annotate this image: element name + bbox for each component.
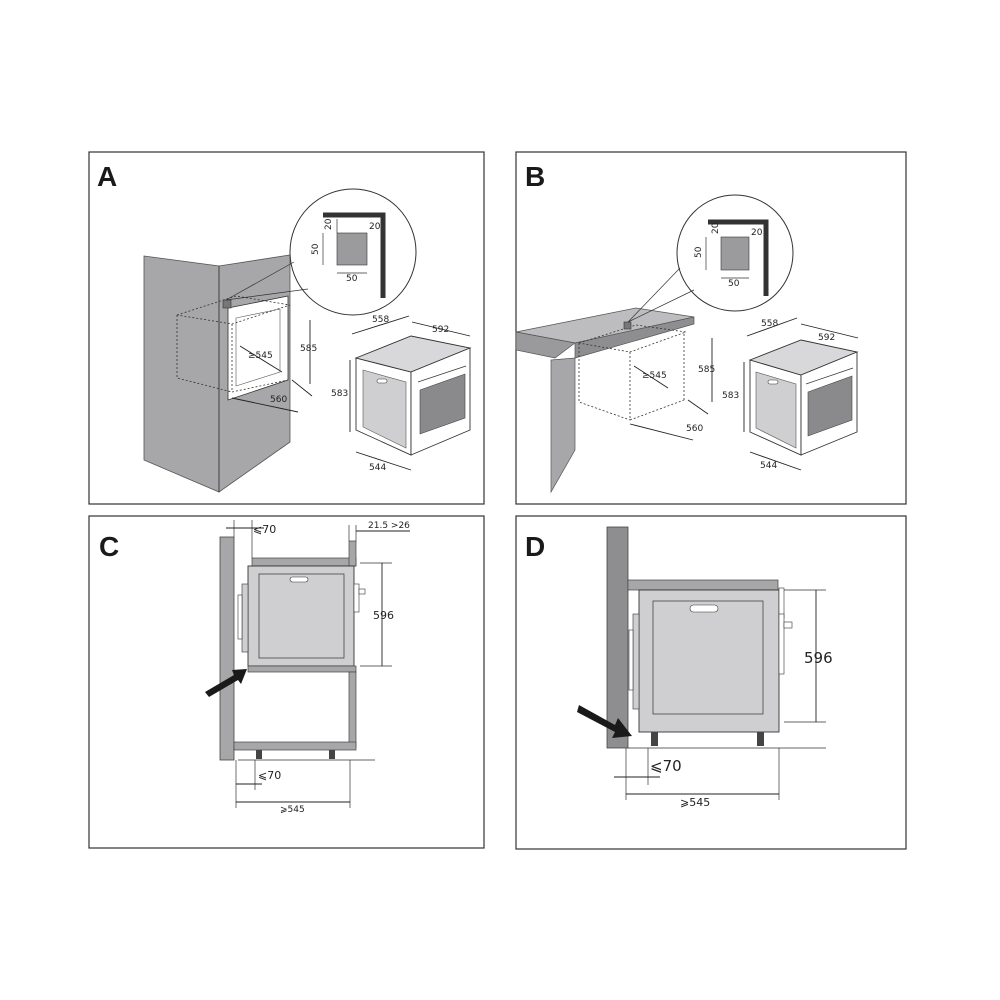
- niche-width-label-b: ≥545: [642, 371, 667, 381]
- height-label-c: 596: [373, 609, 394, 622]
- niche-depth-label-b: 560: [686, 424, 703, 434]
- min-depth-label-c: ⩾545: [280, 805, 305, 815]
- panel-range-label: 21.5 >26: [368, 521, 410, 531]
- countertop-front: [515, 331, 576, 359]
- vent-square-b: [720, 236, 750, 271]
- countertop-d: [627, 579, 779, 591]
- panel-b: B ≥545 585 560 20 20 50 50: [515, 151, 907, 505]
- bottom-shelf: [233, 741, 357, 751]
- inset-width: 50: [346, 274, 358, 284]
- gap-top-label: ⩽70: [253, 523, 276, 536]
- panel-a-frame: [88, 151, 485, 505]
- vent-square: [336, 232, 368, 266]
- oven-window: [419, 373, 466, 435]
- panel-d-frame: [515, 515, 907, 850]
- panel-c: C ⩽70 21.5 >26 59: [88, 515, 485, 849]
- oven-door-c: [258, 573, 345, 659]
- inset-height: 50: [311, 243, 321, 255]
- inset-top-gap-b: 20: [711, 222, 721, 234]
- oven-handle: [376, 378, 388, 384]
- oven-depth-label: 592: [432, 325, 449, 335]
- oven-body-width-label-b: 544: [760, 461, 777, 471]
- side-wall-d: [606, 526, 629, 749]
- gap-bottom-label: ⩽70: [258, 769, 281, 782]
- oven-handle-b: [767, 379, 779, 385]
- oven-handle-c: [289, 576, 309, 583]
- top-shelf: [251, 557, 357, 567]
- inset-width-b: 50: [728, 279, 740, 289]
- niche-width-label: ≥545: [248, 351, 273, 361]
- niche-height-label-b: 585: [698, 365, 715, 375]
- base-cabinet: [550, 357, 576, 494]
- panel-d: D 596 ⩽70 ⩾545: [515, 515, 907, 850]
- oven-width-label: 558: [372, 315, 389, 325]
- inset-side-gap-b: 20: [751, 228, 763, 238]
- inset-top-gap: 20: [324, 218, 334, 230]
- oven-height-label: 583: [331, 389, 348, 399]
- inset-height-b: 50: [694, 246, 704, 258]
- tall-cabinet-front: [143, 255, 220, 493]
- ventilation-arrow-d: [577, 705, 632, 738]
- panel-a-letter: A: [97, 161, 117, 192]
- panel-d-letter: D: [525, 531, 545, 562]
- panel-b-letter: B: [525, 161, 545, 192]
- vent-hole: [222, 299, 232, 309]
- panel-a: A ≥545 585 560 20 20 50 50: [88, 151, 485, 505]
- oven-window-b: [807, 375, 853, 437]
- panel-c-letter: C: [99, 531, 119, 562]
- gap-label-d: ⩽70: [650, 757, 682, 775]
- oven-height-label-b: 583: [722, 391, 739, 401]
- side-wall: [219, 536, 235, 761]
- oven-body-width-label: 544: [369, 463, 386, 473]
- niche-depth-label: 560: [270, 395, 287, 405]
- ventilation-arrow-c: [205, 669, 247, 697]
- height-label-d: 596: [804, 649, 833, 667]
- min-depth-label-d: ⩾545: [680, 796, 710, 809]
- panel-b-frame: [515, 151, 907, 505]
- vent-hole-b: [623, 321, 632, 330]
- niche-height-label: 585: [300, 344, 317, 354]
- oven-handle-d: [689, 604, 719, 613]
- middle-shelf: [247, 665, 357, 673]
- inset-side-gap: 20: [369, 222, 381, 232]
- oven-door-d: [652, 600, 764, 715]
- oven-width-label-b: 558: [761, 319, 778, 329]
- oven-depth-label-b: 592: [818, 333, 835, 343]
- panel-c-frame: [88, 515, 485, 849]
